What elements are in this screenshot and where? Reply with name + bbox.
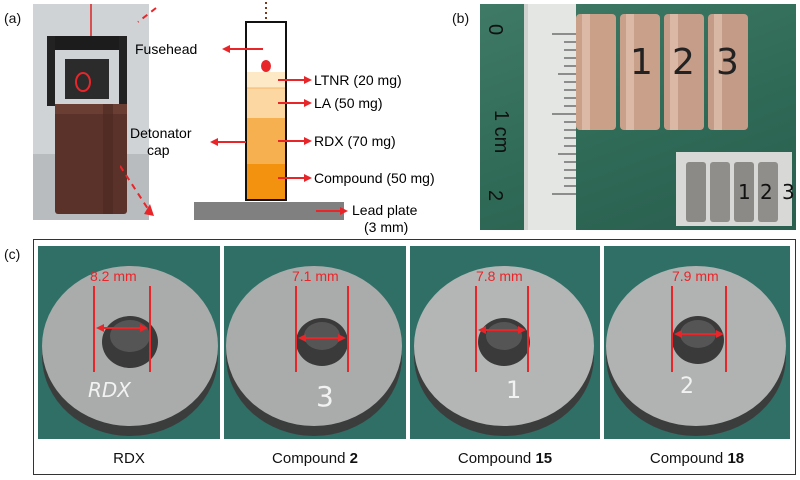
cylinder-label-2: 2	[672, 42, 695, 83]
measure-compound-15: 7.8 mm	[476, 268, 523, 284]
marking-compound-15: 1	[506, 376, 522, 404]
marking-compound-2: 3	[316, 380, 334, 413]
dent-test-frame	[33, 239, 796, 475]
samples-ruler-photo	[480, 4, 796, 230]
label-detonator-line2: cap	[147, 142, 170, 158]
marking-rdx: RDX	[88, 378, 131, 402]
label-la: LA (50 mg)	[314, 95, 382, 111]
lead-plate-photo-18	[604, 246, 790, 439]
label-lead-line1: Lead plate	[352, 202, 418, 218]
measure-compound-18: 7.9 mm	[672, 268, 719, 284]
caption-compound-2: Compound 2	[272, 450, 358, 467]
ruler-mark-zero: 0	[484, 24, 506, 36]
label-lead-line2: (3 mm)	[364, 219, 408, 235]
lead-plate	[194, 202, 344, 220]
cylinder-label-1: 1	[630, 42, 653, 83]
panel-a-letter: (a)	[4, 10, 22, 26]
zoom-line-top	[137, 7, 157, 23]
marking-compound-18: 2	[680, 374, 694, 399]
lead-plate-photo-2	[224, 246, 406, 439]
ltnr-layer	[247, 72, 285, 88]
zoom-line-bottom	[120, 164, 151, 213]
ruler-illustration	[524, 4, 792, 230]
compound-layer	[247, 164, 285, 199]
caption-rdx: RDX	[113, 450, 145, 467]
ruler-mark-two: 2	[484, 190, 506, 202]
lead-plate-photo-15	[410, 246, 600, 439]
inset-label-1: 1	[738, 180, 751, 204]
label-rdx: RDX (70 mg)	[314, 133, 396, 149]
panel-b-letter: (b)	[452, 10, 470, 26]
detonator-setup-illustration	[33, 4, 149, 220]
measure-compound-2: 7.1 mm	[292, 268, 339, 284]
label-detonator-line1: Detonator	[130, 125, 192, 141]
label-compound: Compound (50 mg)	[314, 170, 435, 186]
label-fusehead: Fusehead	[135, 41, 197, 57]
lead-plate-photo-rdx	[38, 246, 220, 439]
cylinder-label-3: 3	[716, 42, 739, 83]
label-ltnr: LTNR (20 mg)	[314, 72, 402, 88]
fusehead-dot	[261, 60, 271, 72]
inset-label-3: 3	[782, 180, 795, 204]
caption-compound-15: Compound 15	[457, 450, 553, 467]
measure-rdx: 8.2 mm	[90, 268, 137, 284]
panel-c-letter: (c)	[4, 246, 21, 262]
inset-label-2: 2	[760, 180, 773, 204]
caption-compound-18: Compound 18	[649, 450, 745, 467]
detonator-setup-photo	[33, 4, 149, 220]
ruler-mark-one-cm: 1 cm	[490, 110, 512, 154]
detonator-diagram: Fusehead LTNR (20 mg) LA (50 mg) RDX (70…	[120, 2, 435, 235]
